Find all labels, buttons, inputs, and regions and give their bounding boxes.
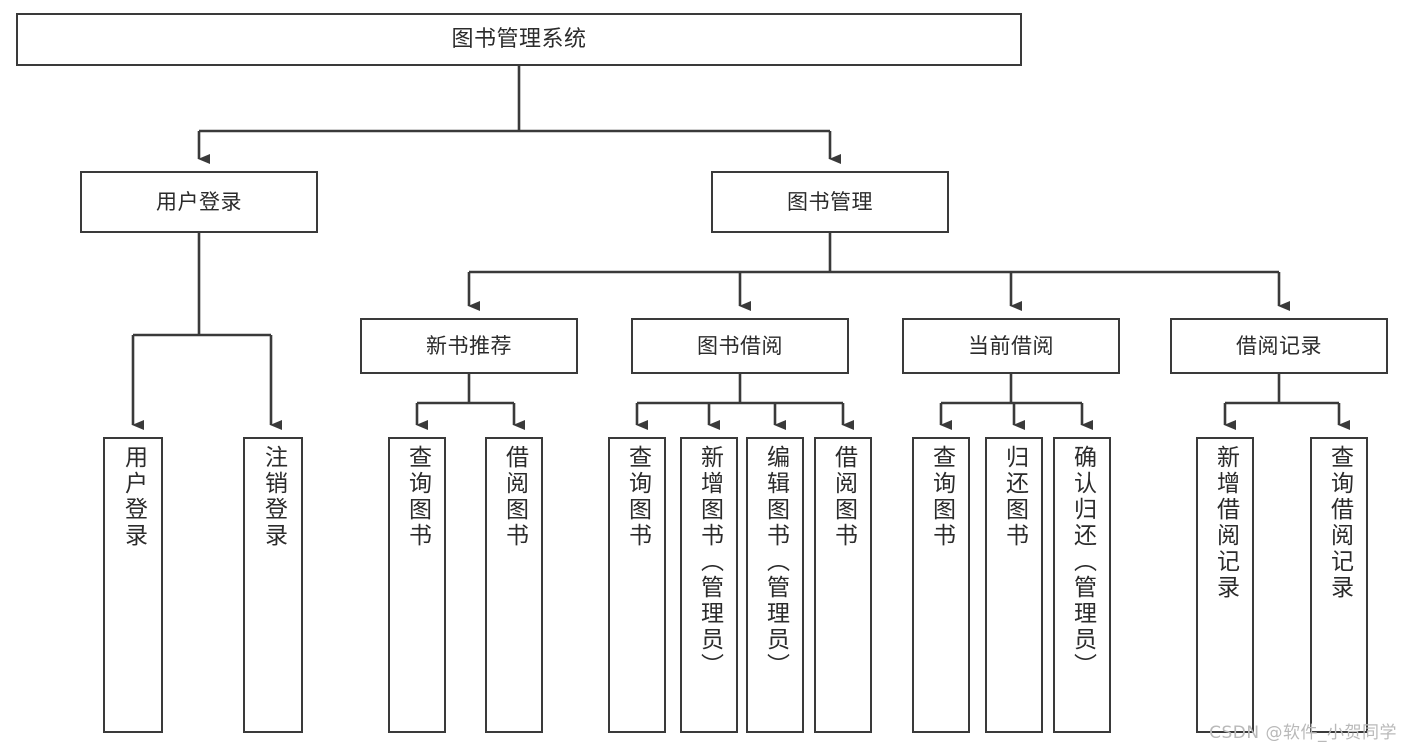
node-leaf-query-book-rec-label: 查询图书 bbox=[404, 445, 431, 549]
node-leaf-borrow-book[interactable]: 借阅图书 bbox=[814, 437, 872, 733]
node-borrow-record[interactable]: 借阅记录 bbox=[1170, 318, 1388, 374]
node-leaf-query-book-cur[interactable]: 查询图书 bbox=[912, 437, 970, 733]
node-leaf-confirm-return-label: 确认归还（管理员） bbox=[1069, 445, 1096, 679]
node-leaf-query-book-borrow[interactable]: 查询图书 bbox=[608, 437, 666, 733]
node-root[interactable]: 图书管理系统 bbox=[16, 13, 1022, 66]
node-leaf-user-login-label: 用户登录 bbox=[120, 445, 147, 549]
node-leaf-add-book[interactable]: 新增图书（管理员） bbox=[680, 437, 738, 733]
node-leaf-add-record-label: 新增借阅记录 bbox=[1212, 445, 1239, 601]
node-root-label: 图书管理系统 bbox=[451, 26, 587, 52]
node-leaf-user-login[interactable]: 用户登录 bbox=[103, 437, 163, 733]
node-leaf-add-book-label: 新增图书（管理员） bbox=[696, 445, 723, 679]
node-leaf-query-record-label: 查询借阅记录 bbox=[1326, 445, 1353, 601]
node-current-borrow[interactable]: 当前借阅 bbox=[902, 318, 1120, 374]
node-leaf-query-record[interactable]: 查询借阅记录 bbox=[1310, 437, 1368, 733]
node-leaf-user-logout[interactable]: 注销登录 bbox=[243, 437, 303, 733]
node-leaf-return-book-label: 归还图书 bbox=[1001, 445, 1028, 549]
node-leaf-borrow-book-rec-label: 借阅图书 bbox=[501, 445, 528, 549]
node-leaf-user-logout-label: 注销登录 bbox=[260, 445, 287, 549]
node-leaf-add-record[interactable]: 新增借阅记录 bbox=[1196, 437, 1254, 733]
node-new-book-recommend[interactable]: 新书推荐 bbox=[360, 318, 578, 374]
node-borrow-record-label: 借阅记录 bbox=[1236, 333, 1322, 358]
node-leaf-query-book-borrow-label: 查询图书 bbox=[624, 445, 651, 549]
node-leaf-borrow-book-label: 借阅图书 bbox=[830, 445, 857, 549]
node-book-manage[interactable]: 图书管理 bbox=[711, 171, 949, 233]
node-book-manage-label: 图书管理 bbox=[787, 189, 873, 214]
node-user-login[interactable]: 用户登录 bbox=[80, 171, 318, 233]
node-leaf-query-book-rec[interactable]: 查询图书 bbox=[388, 437, 446, 733]
node-current-borrow-label: 当前借阅 bbox=[968, 333, 1054, 358]
node-leaf-edit-book-label: 编辑图书（管理员） bbox=[762, 445, 789, 679]
node-user-login-label: 用户登录 bbox=[156, 189, 242, 214]
node-leaf-confirm-return[interactable]: 确认归还（管理员） bbox=[1053, 437, 1111, 733]
node-leaf-edit-book[interactable]: 编辑图书（管理员） bbox=[746, 437, 804, 733]
node-new-book-recommend-label: 新书推荐 bbox=[426, 333, 512, 358]
node-leaf-borrow-book-rec[interactable]: 借阅图书 bbox=[485, 437, 543, 733]
node-leaf-return-book[interactable]: 归还图书 bbox=[985, 437, 1043, 733]
node-book-borrow-label: 图书借阅 bbox=[697, 333, 783, 358]
csdn-watermark: CSDN @软件_小贺同学 bbox=[1209, 723, 1397, 743]
node-leaf-query-book-cur-label: 查询图书 bbox=[928, 445, 955, 549]
node-book-borrow[interactable]: 图书借阅 bbox=[631, 318, 849, 374]
